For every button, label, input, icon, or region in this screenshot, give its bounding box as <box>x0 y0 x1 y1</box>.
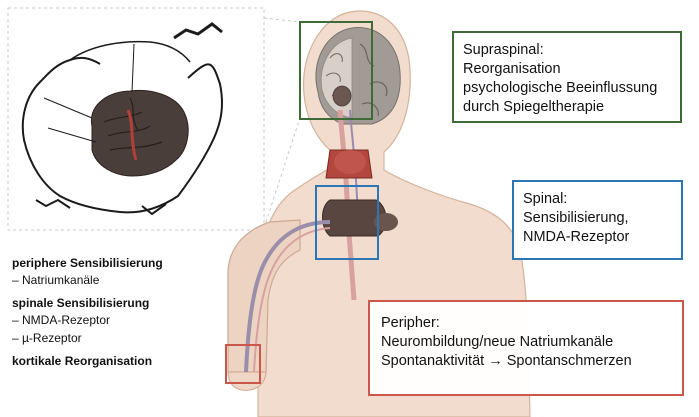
supraspinal-line-4: durch Spiegeltherapie <box>463 98 680 117</box>
peripher-line-1: Peripher: <box>381 314 682 333</box>
spinal-line-3: NMDA-Rezeptor <box>523 228 681 247</box>
legend-item-nmda: – NMDA-Rezeptor <box>12 311 217 329</box>
legend-heading-spinal: spinale Sensibilisierung <box>12 296 217 311</box>
legend-heading-cortical: kortikale Reorganisation <box>12 354 217 369</box>
supraspinal-line-2: Reorganisation <box>463 60 680 79</box>
supraspinal-callout: Supraspinal: Reorganisation psychologisc… <box>452 31 682 123</box>
legend-heading-peripheral: periphere Sensibilisierung <box>12 256 217 271</box>
spinal-line-2: Sensibilisierung, <box>523 209 681 228</box>
peripher-callout: Peripher: Neurombildung/neue Natriumkanä… <box>368 300 684 396</box>
reflex-arc-brain-icon <box>23 24 222 214</box>
supraspinal-line-3: psychologische Beeinflussung <box>463 79 680 98</box>
mechanism-legend: periphere Sensibilisierung – Natriumkanä… <box>12 256 217 369</box>
spinal-callout: Spinal: Sensibilisierung, NMDA-Rezeptor <box>512 180 683 260</box>
brain-section-icon <box>316 27 400 124</box>
spinal-line-1: Spinal: <box>523 190 681 209</box>
legend-item-natrium: – Natriumkanäle <box>12 271 217 289</box>
peripher-line-2: Neurombildung/neue Natriumkanäle <box>381 333 682 352</box>
supraspinal-line-1: Supraspinal: <box>463 41 680 60</box>
legend-item-mu: – µ-Rezeptor <box>12 329 217 347</box>
peripher-line-3: Spontanaktivität → Spontanschmerzen <box>381 352 682 371</box>
